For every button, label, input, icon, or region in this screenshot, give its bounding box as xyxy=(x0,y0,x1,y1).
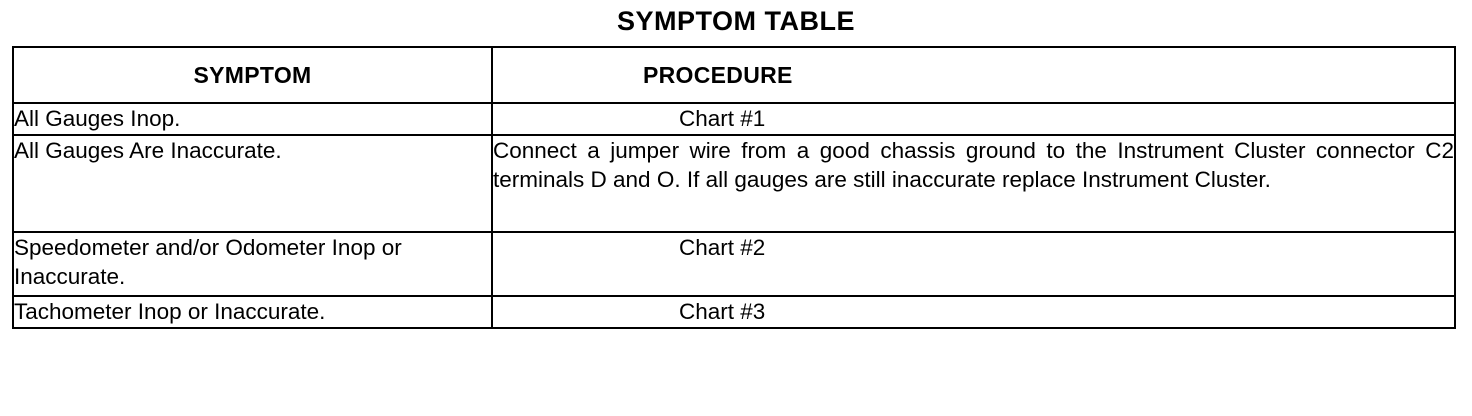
symptom-cell: All Gauges Are Inaccurate. xyxy=(12,134,493,233)
procedure-cell: Chart #2 xyxy=(491,231,1456,297)
page-title: SYMPTOM TABLE xyxy=(616,6,855,36)
table-header-row: SYMPTOM PROCEDURE xyxy=(12,46,1456,104)
procedure-cell: Chart #1 xyxy=(491,102,1456,136)
table-row: All Gauges Inop. Chart #1 xyxy=(12,102,1456,136)
column-header-symptom: SYMPTOM xyxy=(12,46,493,104)
table-row: Speedometer and/or Odometer Inop or Inac… xyxy=(12,231,1456,297)
table-row: All Gauges Are Inaccurate. Connect a jum… xyxy=(12,134,1456,233)
procedure-cell: Chart #3 xyxy=(491,295,1456,329)
symptom-cell: All Gauges Inop. xyxy=(12,102,493,136)
symptom-cell: Tachometer Inop or Inaccurate. xyxy=(12,295,493,329)
procedure-text: Connect a jumper wire from a good chassi… xyxy=(493,138,1454,192)
symptom-cell: Speedometer and/or Odometer Inop or Inac… xyxy=(12,231,493,297)
symptom-table: SYMPTOM PROCEDURE All Gauges Inop. Chart… xyxy=(12,46,1456,329)
column-header-procedure-label: PROCEDURE xyxy=(643,61,793,88)
column-header-procedure: PROCEDURE xyxy=(491,46,1456,104)
table-row: Tachometer Inop or Inaccurate. Chart #3 xyxy=(12,295,1456,329)
procedure-cell: Connect a jumper wire from a good chassi… xyxy=(491,134,1456,233)
